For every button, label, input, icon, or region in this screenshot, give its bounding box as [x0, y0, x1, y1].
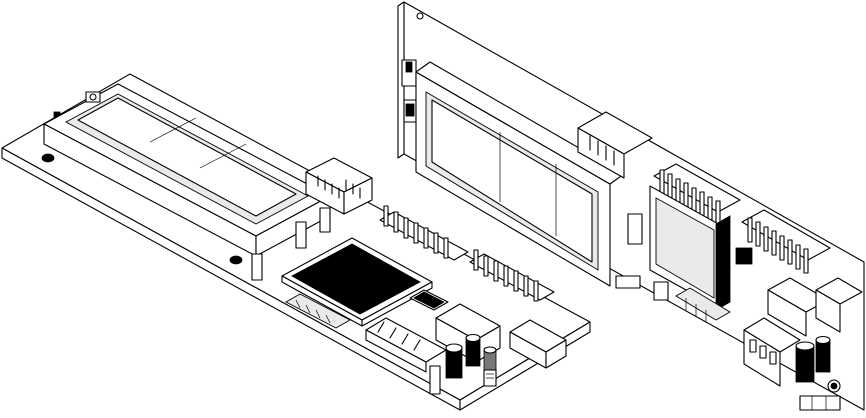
pin-header-strip-2 — [469, 249, 555, 302]
board-view-right — [397, 1, 865, 411]
dip-switch-right — [743, 317, 801, 387]
idc-header-left — [305, 157, 373, 215]
pin-header-row-right-2 — [741, 209, 831, 274]
potentiometer-left — [85, 91, 101, 103]
pin-header-row-right-1 — [653, 163, 741, 226]
resistor-array-left — [285, 293, 351, 329]
pcb-right — [397, 1, 865, 411]
lcd-module-left — [43, 83, 331, 257]
board-view-left — [1, 73, 591, 411]
smd-chip-left — [409, 289, 449, 311]
voltage-regulator-right — [767, 277, 829, 337]
resistor-array-right — [675, 287, 731, 322]
idc-header-right — [577, 111, 653, 179]
microcontroller-chip-left — [281, 237, 433, 327]
relay-box-right — [815, 277, 863, 333]
lcd-module-right — [415, 61, 625, 287]
pin-header-strip-1 — [379, 205, 469, 261]
screw-terminal-right — [799, 395, 841, 411]
crystal-left — [483, 369, 497, 387]
relay-box-left — [509, 319, 567, 369]
connector-posts-left — [251, 207, 441, 395]
microcontroller-chip-right — [649, 185, 731, 311]
capacitors-right — [795, 335, 841, 393]
connector-posts-right — [615, 213, 753, 301]
